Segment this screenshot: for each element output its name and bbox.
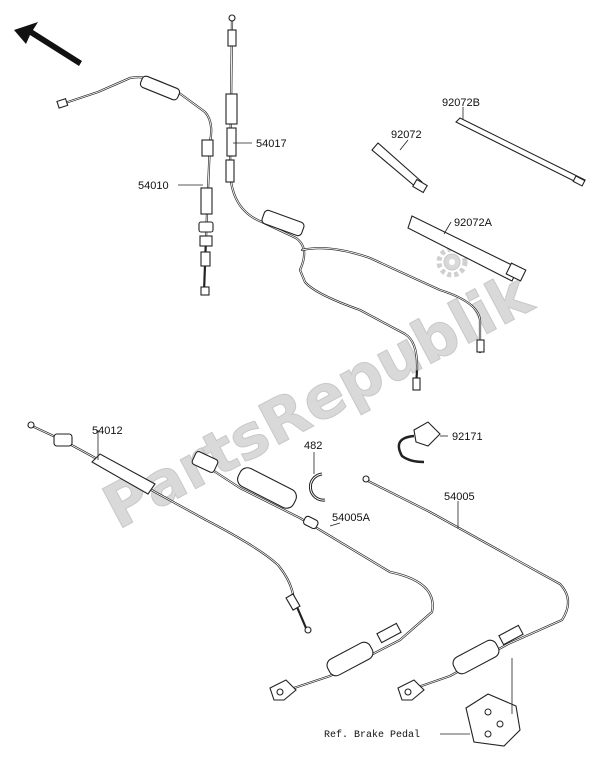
label-92072: 92072 <box>391 129 422 141</box>
part-labels: 54010 54017 92072B 92072 92072A 54012 48… <box>92 97 493 741</box>
label-92072A: 92072A <box>454 217 493 229</box>
label-92171: 92171 <box>452 431 483 443</box>
clip-482[interactable] <box>308 472 326 502</box>
label-482: 482 <box>304 440 322 452</box>
cable-54017[interactable] <box>225 14 485 391</box>
tie-strap-92072A[interactable] <box>407 215 527 282</box>
leader-lines <box>97 107 513 735</box>
label-54012: 54012 <box>92 425 123 437</box>
cable-54005[interactable] <box>362 475 570 701</box>
label-ref-brake-pedal: Ref. Brake Pedal <box>324 729 420 741</box>
label-54005: 54005 <box>444 491 475 503</box>
direction-arrow-icon <box>14 22 82 66</box>
tie-strap-92072B[interactable] <box>455 117 587 187</box>
cable-54010[interactable] <box>56 75 214 296</box>
brake-pedal-bracket[interactable] <box>465 693 521 747</box>
tie-strap-92072[interactable] <box>371 142 428 194</box>
label-54010: 54010 <box>138 180 169 192</box>
label-54005A: 54005A <box>332 512 371 524</box>
watermark-gear-icon <box>436 246 468 278</box>
label-92072B: 92072B <box>442 97 480 109</box>
clamp-92171[interactable] <box>397 421 441 464</box>
label-54017: 54017 <box>256 138 287 150</box>
cable-54005A[interactable] <box>191 451 434 701</box>
cable-54012[interactable] <box>27 421 312 634</box>
